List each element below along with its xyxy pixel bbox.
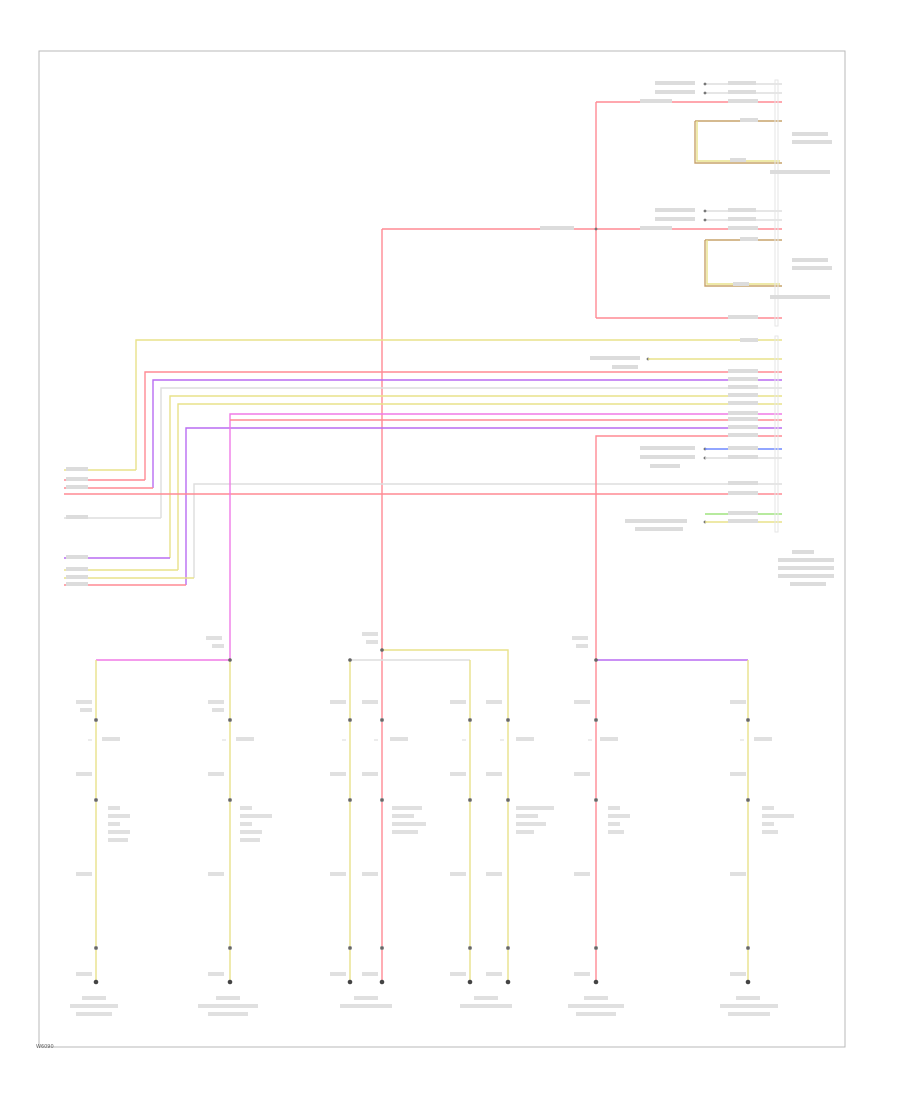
main-bus-wires xyxy=(64,339,782,660)
diagram-frame xyxy=(38,50,846,1048)
right-connector-pins xyxy=(774,79,779,533)
ground-symbols xyxy=(93,979,751,985)
junction-dots xyxy=(228,648,598,662)
top-right-block-2 xyxy=(381,210,782,980)
lower-distribution-wires xyxy=(95,649,749,980)
diagram-code: W6090 xyxy=(36,1044,54,1050)
lower-faint-labels xyxy=(70,632,794,1016)
faint-labels xyxy=(66,81,834,586)
device-symbols xyxy=(94,718,751,951)
